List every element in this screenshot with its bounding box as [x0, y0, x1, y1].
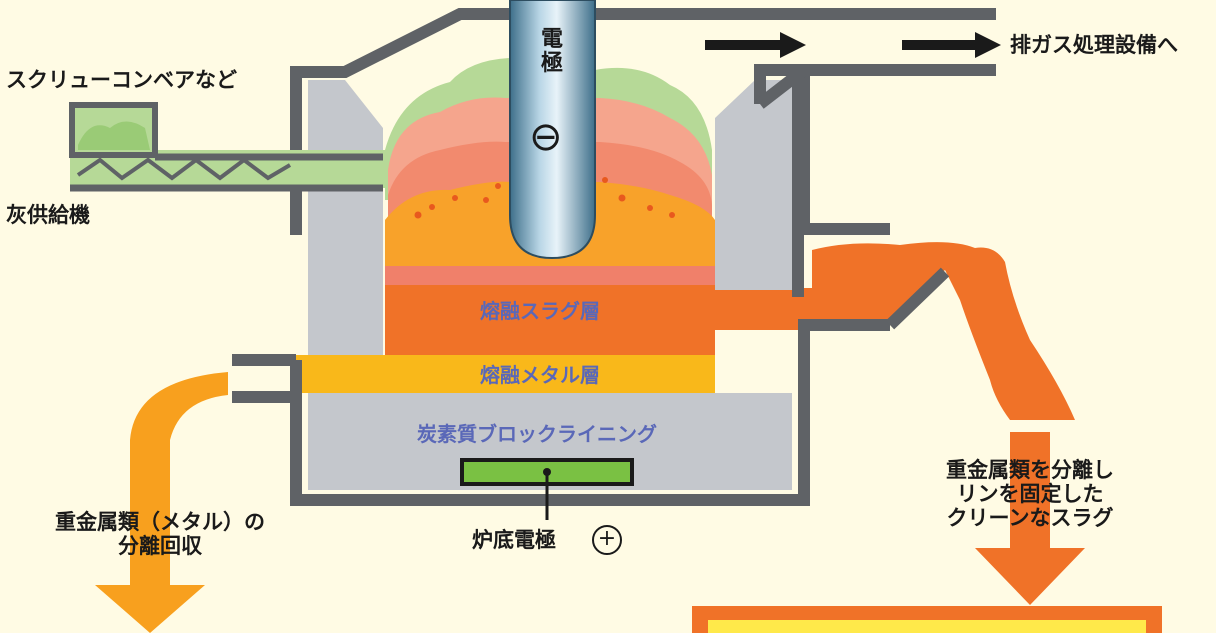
- clean-slag-label: 重金属類を分離し リンを固定した クリーンなスラグ: [905, 458, 1155, 530]
- screw-conveyor-label: スクリューコンベアなど: [6, 68, 237, 92]
- carbon-lining-label: 炭素質ブロックライニング: [417, 422, 657, 446]
- feeder-ash: [78, 121, 150, 150]
- slag-layer: [385, 285, 715, 355]
- left-refractory: [308, 80, 383, 355]
- metal-recovery-label: 重金属類（メタル）の 分離回収: [30, 510, 290, 558]
- furnace-shell-left: [290, 7, 996, 235]
- sparks: [414, 177, 675, 219]
- clean-slag-line1: 重金属類を分離し: [946, 458, 1114, 482]
- electrode-minus-icon: ⊖: [529, 114, 563, 160]
- exhaust-arrow-2: [902, 32, 1001, 58]
- metal-layer-label: 熔融メタル層: [480, 363, 600, 387]
- right-refractory: [715, 80, 792, 290]
- electrode-label: 電極: [540, 27, 563, 77]
- clean-slag-arrow: [975, 432, 1085, 605]
- metal-layer: [290, 355, 715, 393]
- transition-band: [385, 266, 715, 286]
- bottom-electrode-label: 炉底電極: [472, 528, 556, 552]
- slag-outflow: [715, 242, 1075, 420]
- screw-zigzag: [76, 157, 292, 181]
- metal-recovery-line2: 分離回収: [118, 534, 202, 559]
- electrode: [509, 0, 596, 260]
- exhaust-label: 排ガス処理設備へ: [1010, 33, 1178, 57]
- slag-layer-label: 熔融スラグ層: [480, 299, 600, 323]
- furnace-shell: [290, 319, 890, 506]
- clean-slag-line2: リンを固定した: [956, 482, 1104, 507]
- slag-product-inner: [708, 620, 1146, 633]
- metal-recovery-line1: 重金属類（メタル）の: [55, 510, 265, 534]
- plus-icon: +: [592, 525, 622, 555]
- ash-feeder-label: 灰供給機: [6, 203, 90, 227]
- bottom-electrode-dot: [543, 468, 551, 476]
- exhaust-arrow-1: [705, 32, 806, 58]
- slag-tap-bottom: [885, 267, 950, 330]
- clean-slag-line3: クリーンなスラグ: [946, 506, 1114, 531]
- metal-recovery-arrow: [95, 372, 228, 633]
